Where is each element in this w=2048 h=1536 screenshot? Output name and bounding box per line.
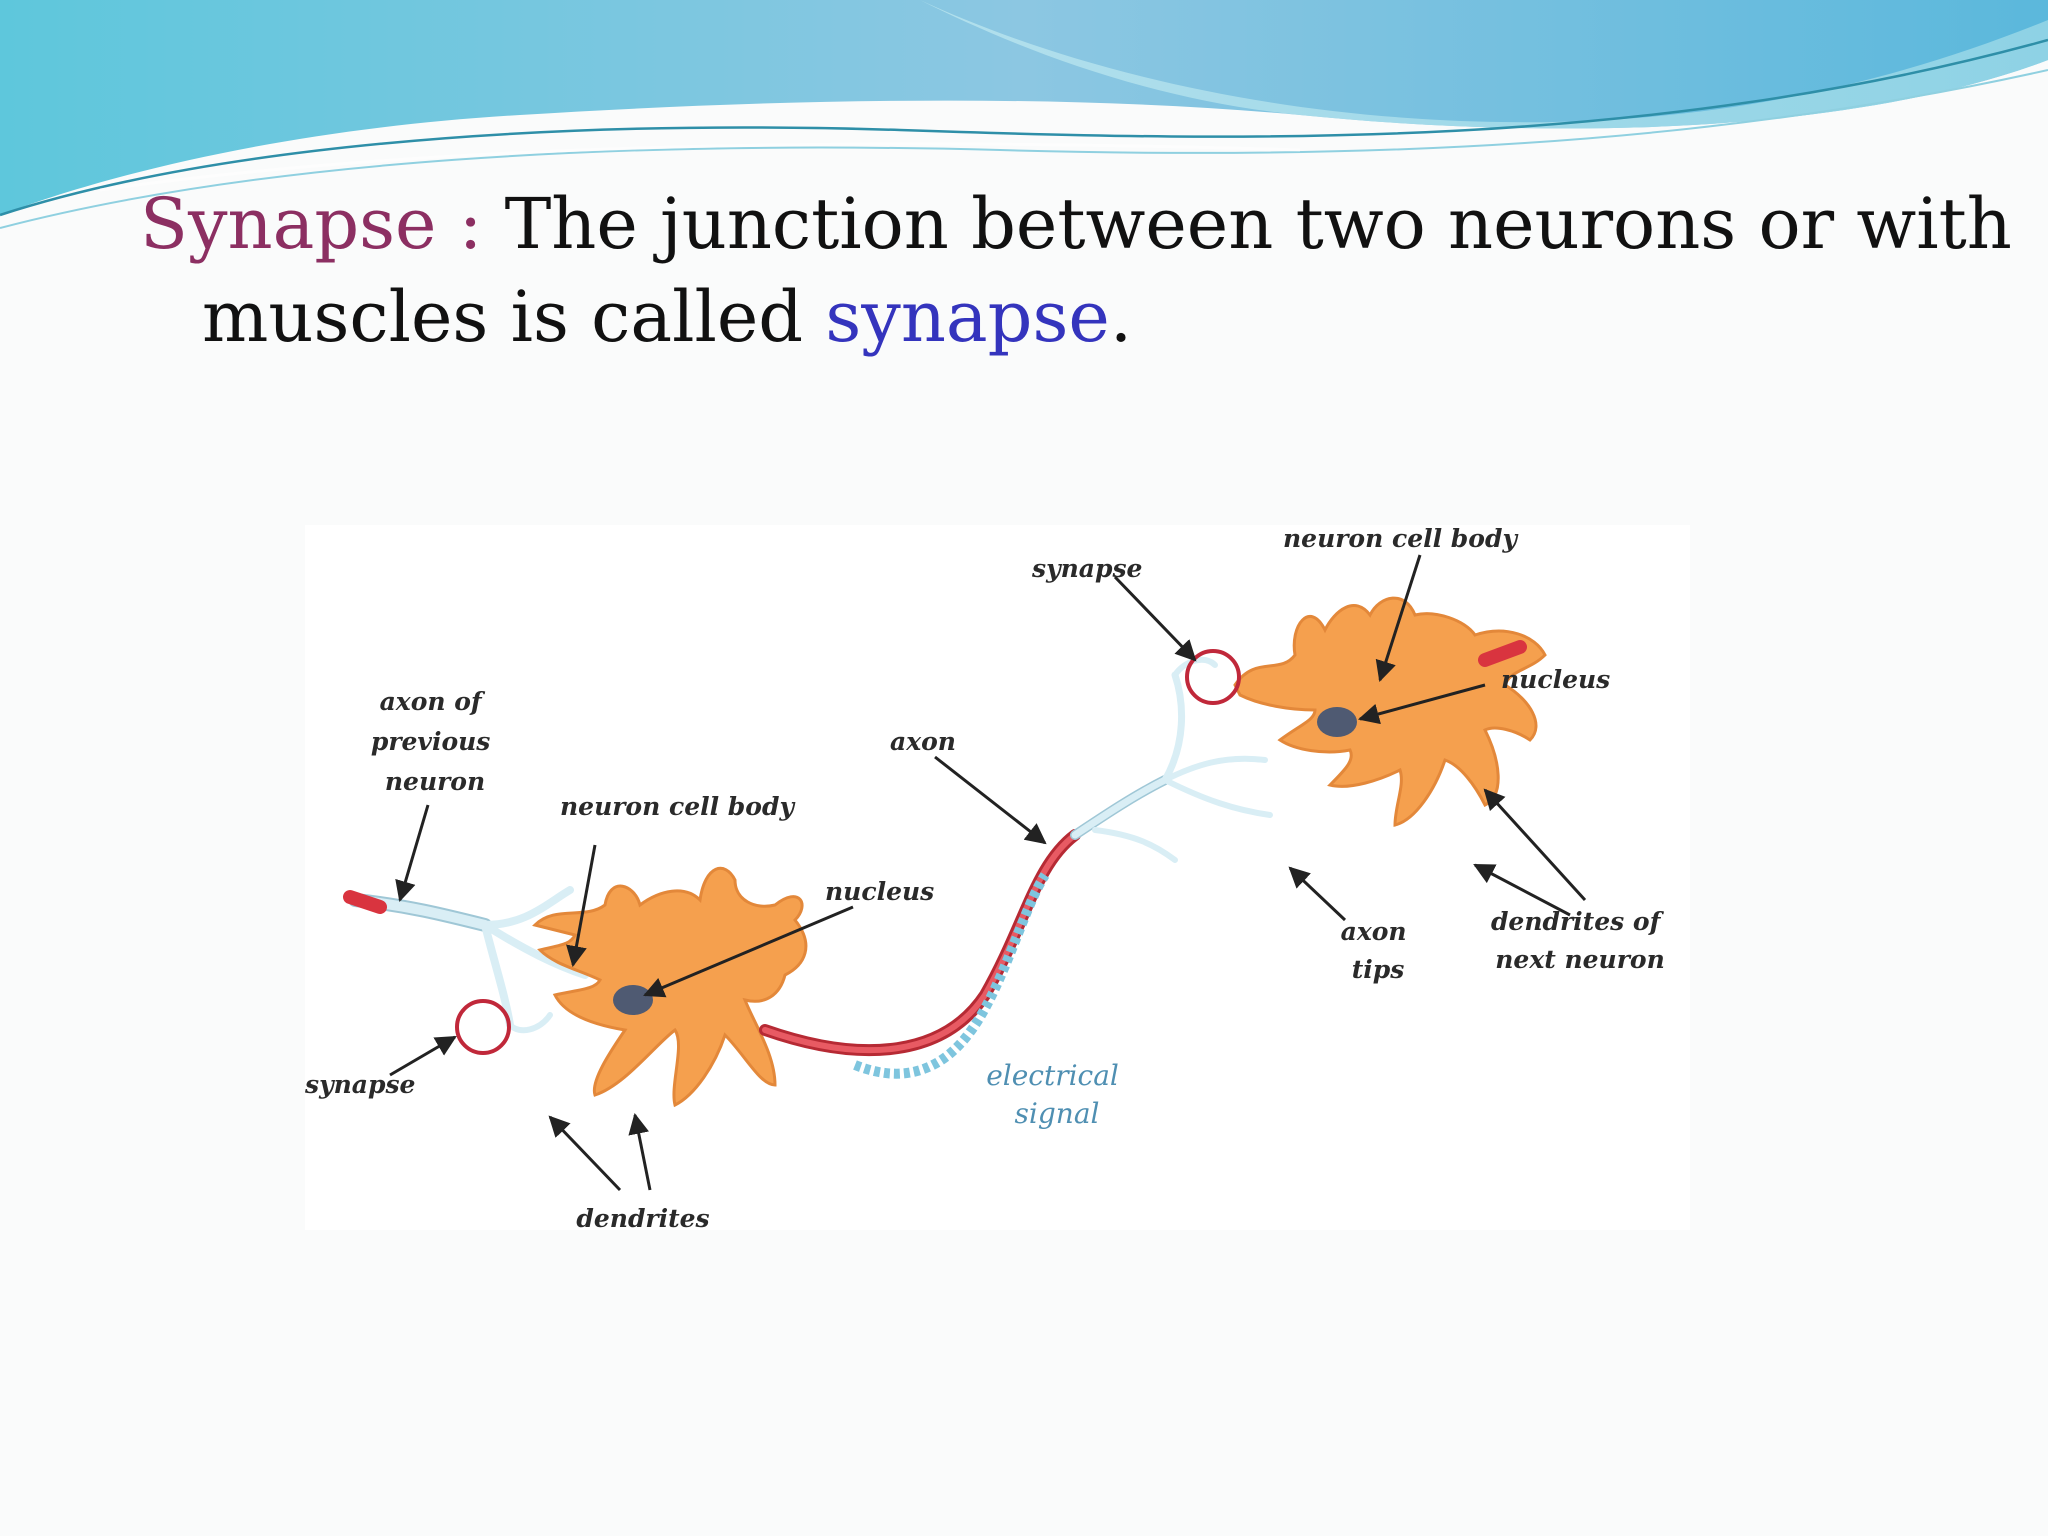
label-dendrites-of-next-neuron-line2: next neuron	[1495, 945, 1665, 974]
label-electrical-signal-line2: signal	[1015, 1097, 1100, 1130]
label-neuron-cell-body-right: neuron cell body	[1283, 525, 1518, 553]
electrical-signal-wave	[853, 872, 1050, 1079]
label-dendrites: dendrites	[576, 1204, 709, 1230]
label-axon-tips: axon tips	[1341, 917, 1416, 984]
wave-header-decoration	[0, 0, 2048, 229]
axon-terminal-branches	[1070, 656, 1273, 863]
definition-end: .	[1109, 276, 1133, 358]
label-electrical-signal-line1: electrical	[986, 1059, 1119, 1092]
label-dendrites-of-next-neuron-line1: dendrites of	[1491, 907, 1665, 936]
label-dendrites-of-next-neuron: dendrites of next neuron	[1491, 907, 1669, 974]
neuron-diagram: axon of previous neuron neuron cell body…	[305, 525, 1690, 1230]
left-neuron-body	[532, 867, 808, 1108]
label-synapse-top: synapse	[1031, 554, 1142, 583]
label-axon-of-previous-neuron-line2: previous	[371, 727, 491, 756]
label-electrical-signal: electrical signal	[986, 1059, 1128, 1130]
previous-axon-branches	[348, 886, 589, 1034]
label-neuron-cell-body-left: neuron cell body	[560, 792, 795, 821]
synapse-circle-top	[1185, 649, 1241, 705]
label-axon-tips-line2: tips	[1352, 955, 1405, 984]
neuron-diagram-svg: axon of previous neuron neuron cell body…	[305, 525, 1669, 1230]
pointer-arrows	[389, 554, 1587, 1192]
synapse-circle-left	[455, 999, 511, 1055]
label-nucleus-left: nucleus	[825, 877, 934, 906]
term-highlight: synapse	[825, 276, 1110, 358]
label-axon-of-previous-neuron: axon of previous neuron	[371, 687, 499, 796]
axon	[759, 829, 1081, 1057]
label-axon-of-previous-neuron-line3: neuron	[385, 767, 485, 796]
label-axon-of-previous-neuron-line1: axon of	[380, 687, 486, 716]
definition-body: The junction between two neurons or with…	[202, 183, 2012, 358]
next-axon-stub	[1478, 640, 1527, 667]
definition-text: Synapse : The junction between two neuro…	[140, 178, 2048, 364]
label-nucleus-right: nucleus	[1501, 665, 1610, 694]
previous-axon-stub	[343, 890, 387, 914]
term-label: Synapse :	[140, 183, 483, 265]
label-axon-tips-line1: axon	[1341, 917, 1407, 946]
label-axon: axon	[890, 727, 956, 756]
label-synapse-left: synapse	[305, 1070, 415, 1099]
